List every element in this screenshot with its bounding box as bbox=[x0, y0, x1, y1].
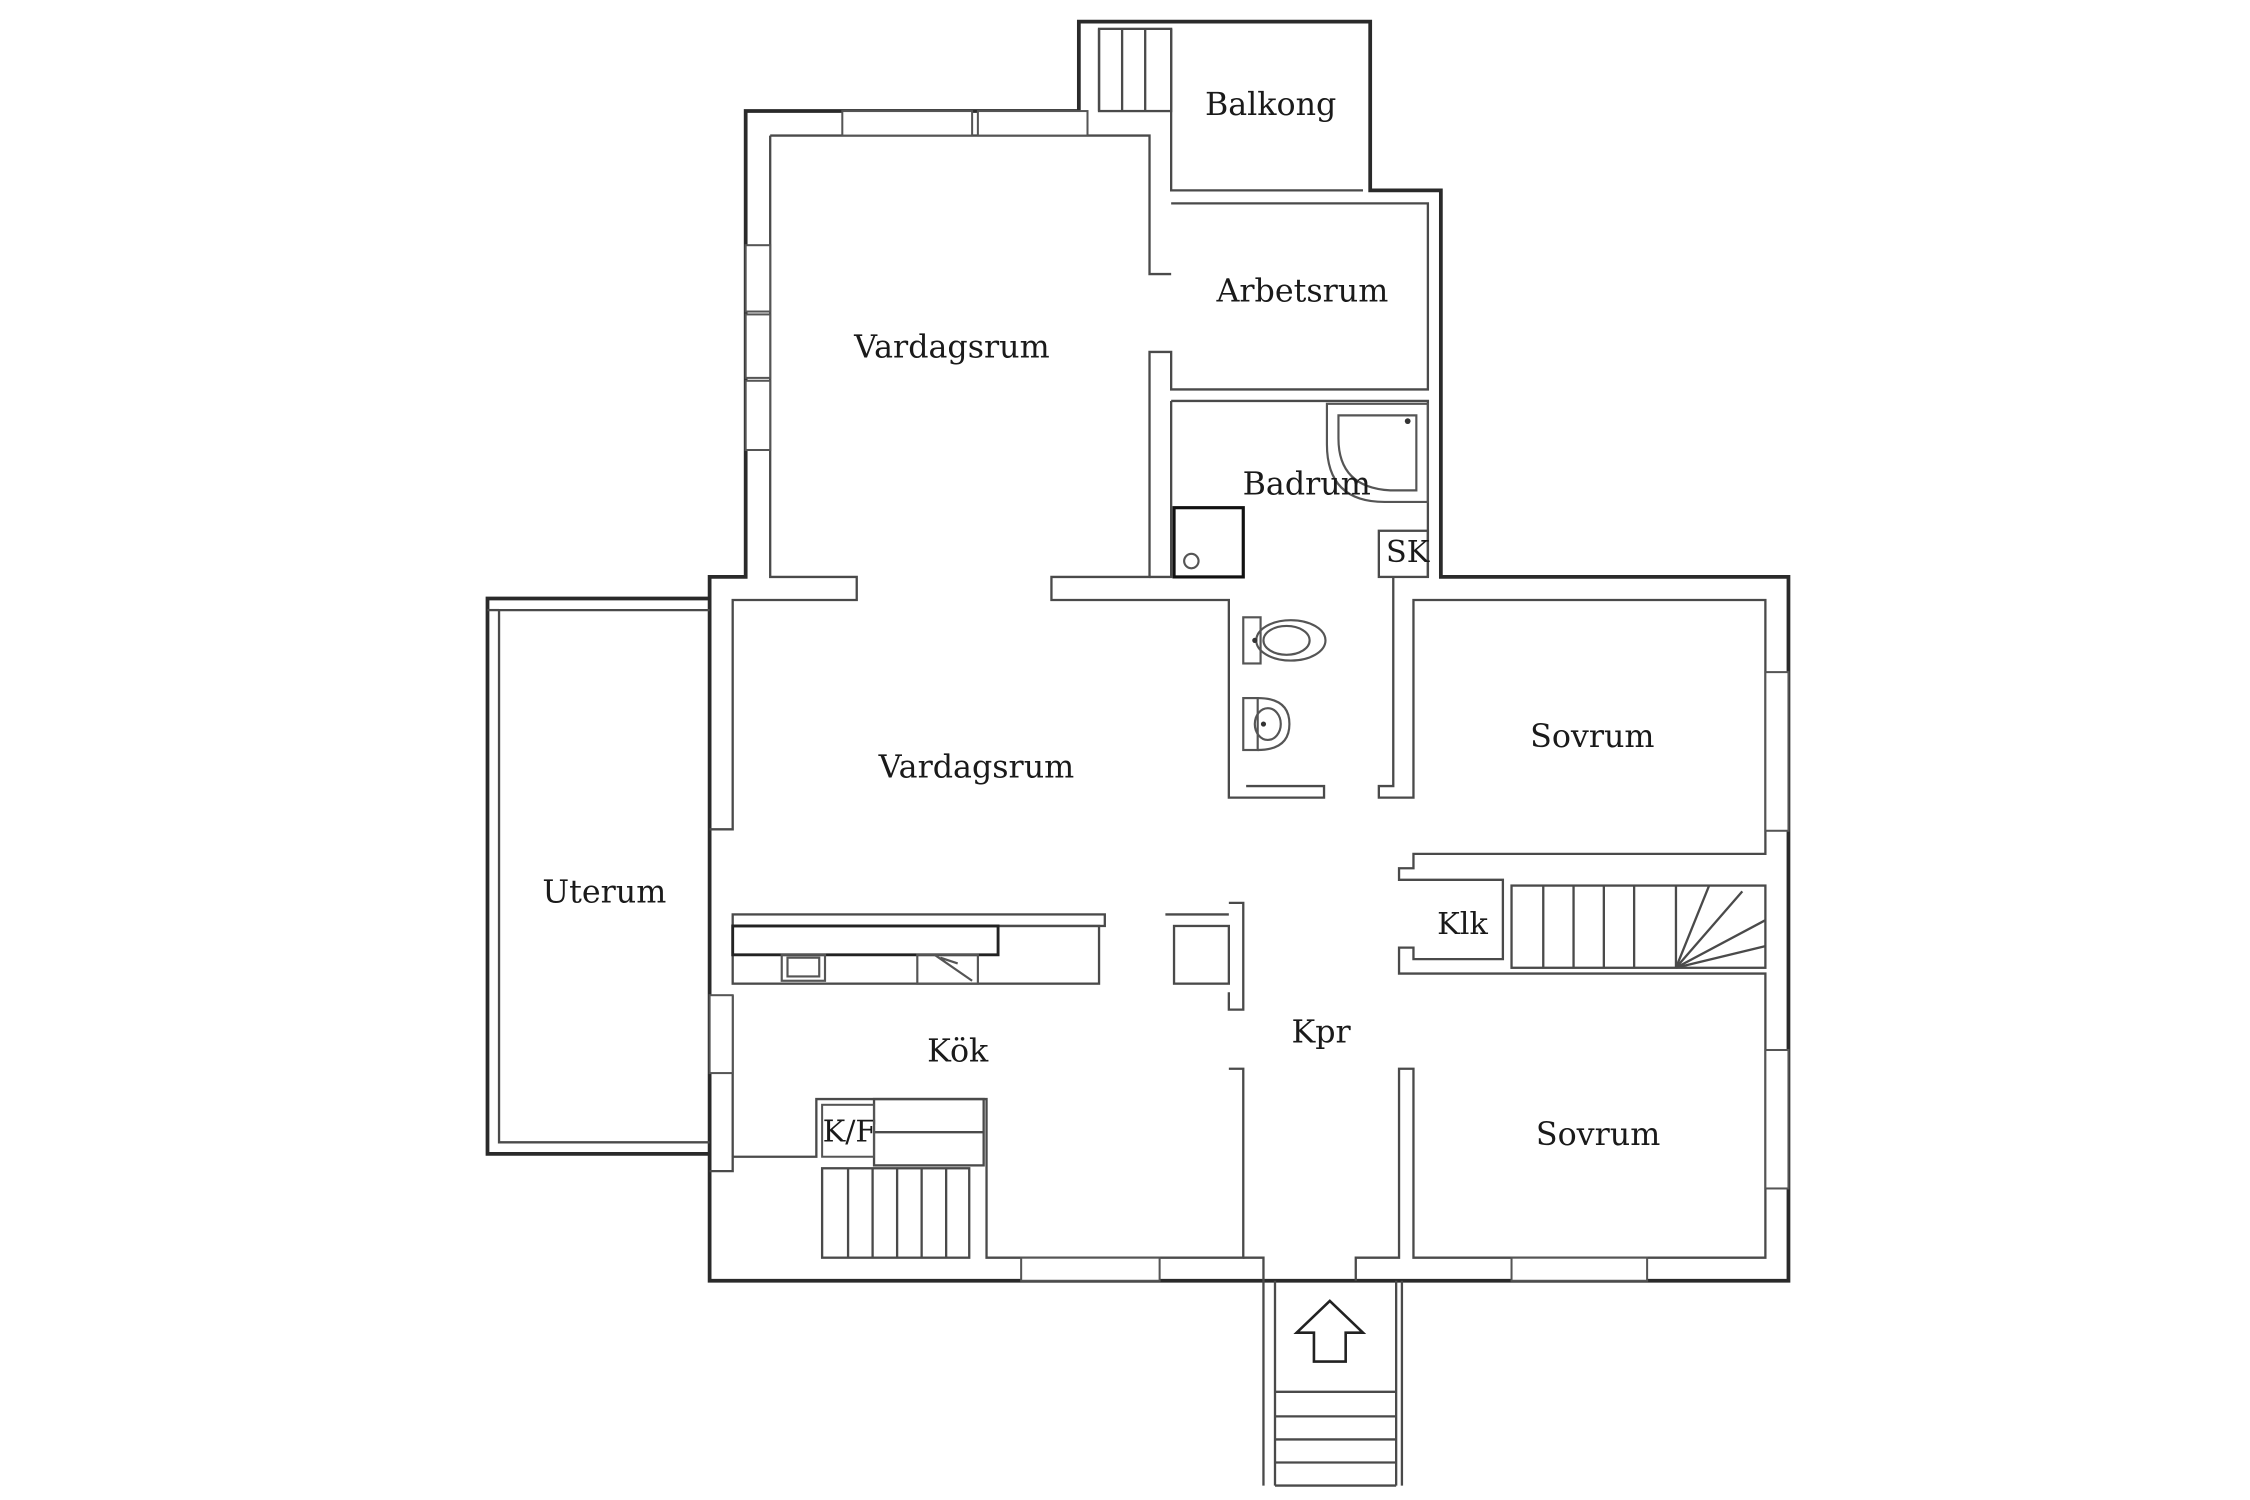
corner-bathtub-icon bbox=[1325, 402, 1429, 504]
label-kf: K/F bbox=[823, 1115, 877, 1150]
label-sovrum-bottom: Sovrum bbox=[1536, 1117, 1660, 1153]
label-klk: Klk bbox=[1437, 907, 1488, 942]
label-sk: SK bbox=[1386, 535, 1431, 570]
outer-walls bbox=[485, 19, 1791, 1283]
label-arbetsrum: Arbetsrum bbox=[1215, 273, 1388, 309]
label-kok: Kök bbox=[927, 1033, 989, 1069]
label-balkong: Balkong bbox=[1205, 87, 1336, 123]
label-vardagsrum-top: Vardagsrum bbox=[853, 330, 1050, 366]
windows bbox=[708, 110, 1790, 1282]
kf-box bbox=[821, 1103, 876, 1158]
label-badrum: Badrum bbox=[1243, 467, 1371, 503]
label-uterum: Uterum bbox=[542, 875, 666, 911]
label-vardagsrum-mid: Vardagsrum bbox=[878, 749, 1075, 785]
room-labels: Balkong Arbetsrum Vardagsrum Badrum SK V… bbox=[542, 87, 1660, 1153]
stove-icon bbox=[916, 953, 979, 985]
label-kpr: Kpr bbox=[1292, 1015, 1352, 1051]
label-sovrum-top: Sovrum bbox=[1530, 719, 1654, 755]
toilet-icon bbox=[1242, 616, 1327, 665]
kitchen-sink-icon bbox=[780, 953, 827, 982]
up-arrow-icon bbox=[1293, 1299, 1367, 1363]
shower-icon bbox=[1172, 506, 1245, 579]
staircase-icon bbox=[820, 27, 1767, 1487]
sink-icon bbox=[1242, 696, 1291, 752]
